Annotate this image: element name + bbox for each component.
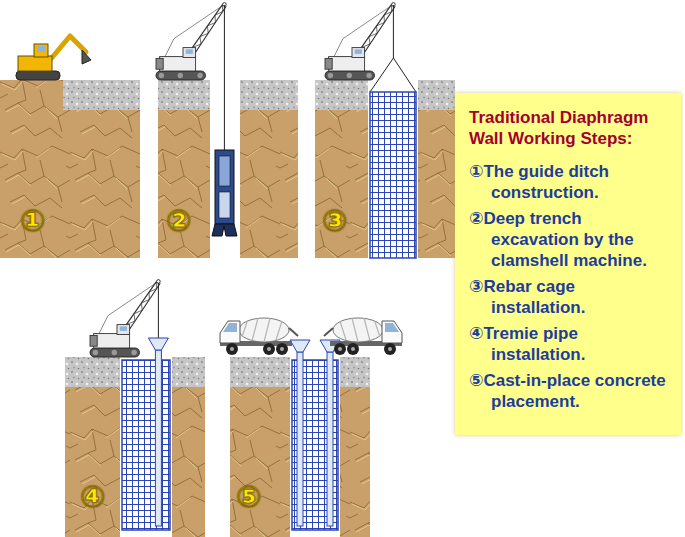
excavator [34, 44, 48, 57]
panel-2-ground [158, 80, 210, 110]
panel-3-ground [315, 80, 455, 258]
tremie-pipe [158, 283, 159, 338]
panel-4-ground [122, 360, 170, 530]
clamshell-grab [215, 150, 234, 224]
panel-4-ground [120, 357, 172, 537]
panel-2-ground [210, 80, 240, 258]
step-text: ①The guide ditch construction. [469, 161, 673, 203]
steps-panel: Traditional Diaphragm Wall Working Steps… [455, 93, 681, 435]
panel-3-ground [418, 80, 455, 110]
excavator [16, 71, 60, 80]
callout-number: ① [20, 206, 45, 236]
rebar-cage [370, 5, 416, 92]
excavator [37, 46, 45, 52]
tremie-pipe [148, 283, 168, 526]
step-text: ②Deep trench excavation by the clamshell… [469, 208, 673, 271]
clamshell-grab [224, 5, 225, 150]
tremie-pipe [297, 352, 303, 526]
panel-4-ground [65, 357, 120, 387]
panel-4-ground [172, 357, 205, 387]
rebar-cage [370, 92, 416, 258]
step-text: ③Rebar cage installation. [469, 276, 673, 318]
panel-5-ground [340, 357, 370, 387]
panel-heading: Traditional Diaphragm Wall Working Steps… [469, 107, 673, 149]
tremie-pipe [155, 350, 161, 526]
panel-1-ground [63, 80, 140, 110]
step-text: ⑤Cast-in-place concrete placement. [469, 370, 673, 412]
callout-number: ④ [80, 482, 105, 512]
panel-5-ground [230, 357, 290, 387]
excavator [50, 36, 86, 60]
clamshell-grab [219, 156, 230, 186]
clamshell-grab [219, 192, 230, 218]
panel-3-ground [368, 80, 418, 258]
crawler-crane [90, 280, 160, 357]
rebar-cage [370, 5, 416, 258]
panel-1-ground [0, 80, 140, 258]
tremie-pipe [148, 338, 168, 350]
clamshell-grab [212, 224, 237, 236]
panel-4-ground [65, 357, 205, 537]
excavator [18, 56, 52, 71]
callout-number: ③ [322, 206, 347, 236]
concrete-mixer-truck [324, 318, 402, 355]
panel-1-ground [0, 80, 140, 258]
panel-4-ground [65, 357, 205, 537]
callout-number: ⑤ [236, 482, 261, 512]
excavator [82, 50, 91, 64]
clamshell-grab [212, 5, 237, 236]
panel-3-ground [315, 80, 455, 258]
tremie-pipe [290, 340, 340, 526]
panel-2-ground [158, 80, 298, 258]
panel-3-ground [315, 80, 368, 110]
crawler-crane [156, 3, 226, 80]
panel-2-ground [240, 80, 298, 110]
panel-2-ground [158, 80, 298, 258]
tremie-pipe [327, 352, 333, 526]
concrete-mixer-truck [220, 318, 298, 355]
step-text: ④Tremie pipe installation. [469, 323, 673, 365]
callout-number: ② [166, 206, 191, 236]
crawler-crane [325, 3, 395, 80]
tremie-pipe [290, 340, 310, 352]
excavator [16, 36, 91, 80]
